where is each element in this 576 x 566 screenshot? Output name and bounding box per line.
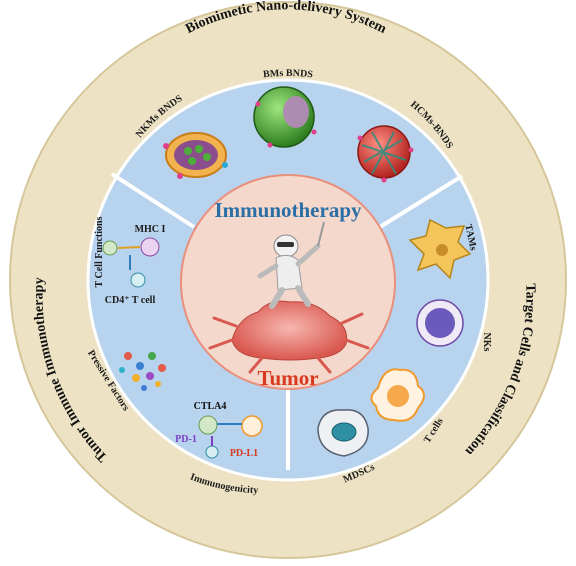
- center-subtitle: Tumor: [257, 366, 318, 390]
- hcm-nanoparticle-icon: [357, 125, 414, 183]
- t-cell-function-icon: [102, 237, 160, 288]
- divider-line: [110, 172, 196, 229]
- center-title: Immunotherapy: [214, 198, 362, 222]
- label-pd-l1: PD-L1: [230, 448, 258, 459]
- label-mhc-i: MHC I: [135, 224, 166, 235]
- tumor-icon: [208, 300, 370, 374]
- label-tams: TAMs: [462, 223, 478, 251]
- label-bms-bnds: BMs BNDS: [263, 68, 314, 81]
- label-cd4-t-cell: CD4⁺ T cell: [105, 295, 156, 306]
- robot-figure-icon: [257, 221, 325, 309]
- label-pd-1: PD-1: [175, 434, 197, 445]
- nk-cell-icon: [416, 299, 464, 347]
- mdsc-cell-icon: [317, 409, 369, 457]
- label-ctla4: CTLA4: [194, 401, 227, 412]
- bm-nanoparticle-icon: [253, 86, 317, 148]
- tam-cell-icon: [408, 218, 472, 280]
- t-cell-icon: [370, 368, 425, 422]
- checkpoint-icon: [198, 415, 263, 459]
- pressive-factors-icon: [119, 352, 166, 391]
- label-t-cell-functions: T Cell Functions: [94, 216, 105, 287]
- nkm-nanoparticle-icon: [163, 132, 228, 179]
- divider-line: [378, 174, 464, 229]
- label-nks: NKs: [481, 333, 492, 352]
